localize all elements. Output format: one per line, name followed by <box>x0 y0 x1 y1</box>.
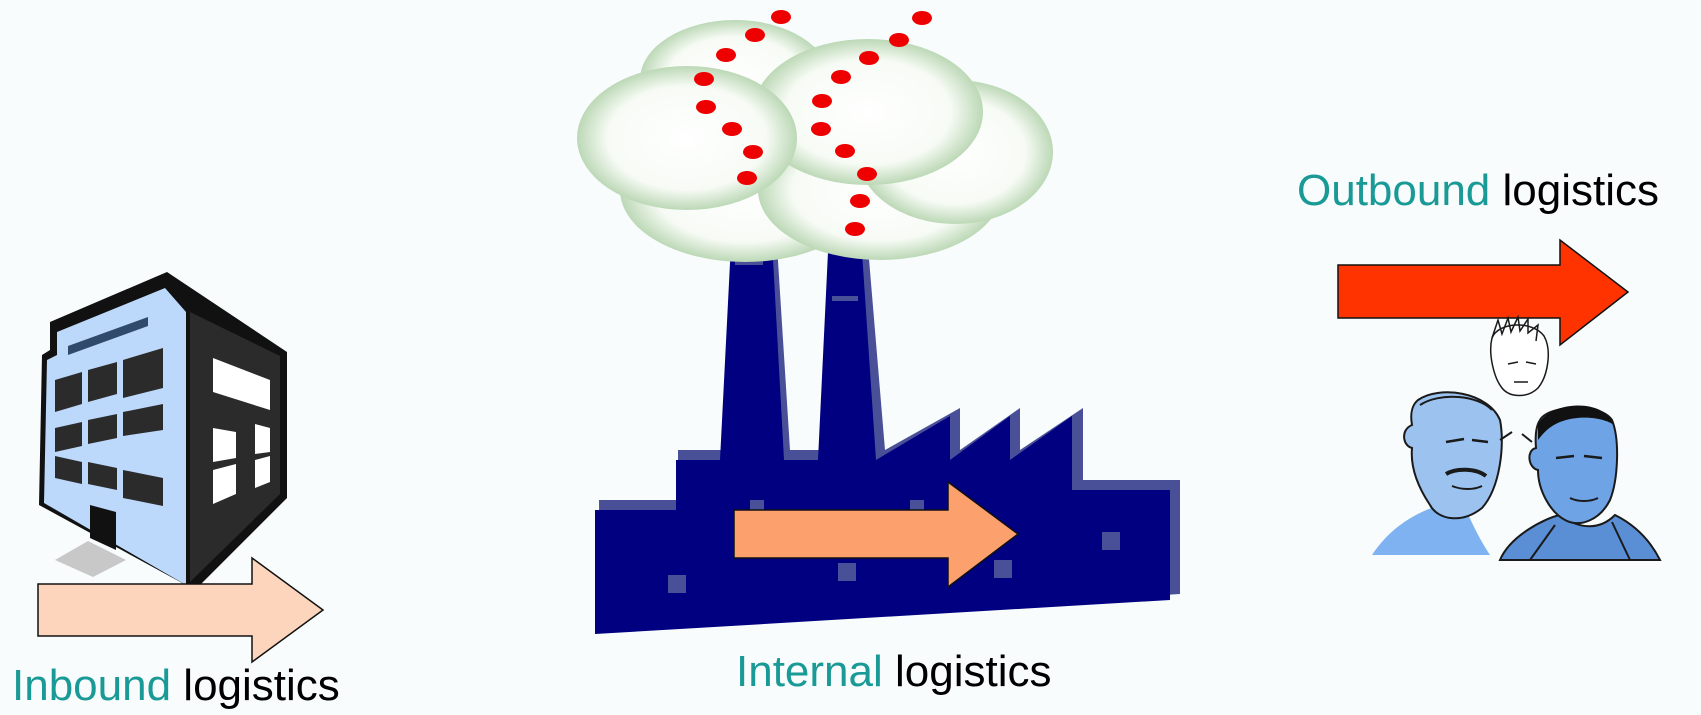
smoke-icon <box>577 10 1053 262</box>
inbound-logistics-label: Inbound logistics <box>12 664 340 708</box>
factory-icon <box>595 198 1180 634</box>
outbound-keyword: Outbound <box>1297 166 1491 215</box>
outbound-arrow <box>1337 238 1630 347</box>
internal-keyword: Internal <box>736 647 883 696</box>
outbound-logistics-label: Outbound logistics <box>1297 169 1659 213</box>
office-building-icon <box>39 272 287 590</box>
outbound-suffix: logistics <box>1490 166 1660 215</box>
internal-arrow <box>733 480 1020 589</box>
inbound-keyword: Inbound <box>12 661 172 710</box>
internal-logistics-label: Internal logistics <box>736 650 1051 694</box>
internal-suffix: logistics <box>882 647 1052 696</box>
inbound-arrow <box>37 556 325 664</box>
people-icon <box>1372 314 1662 561</box>
inbound-suffix: logistics <box>171 661 340 710</box>
